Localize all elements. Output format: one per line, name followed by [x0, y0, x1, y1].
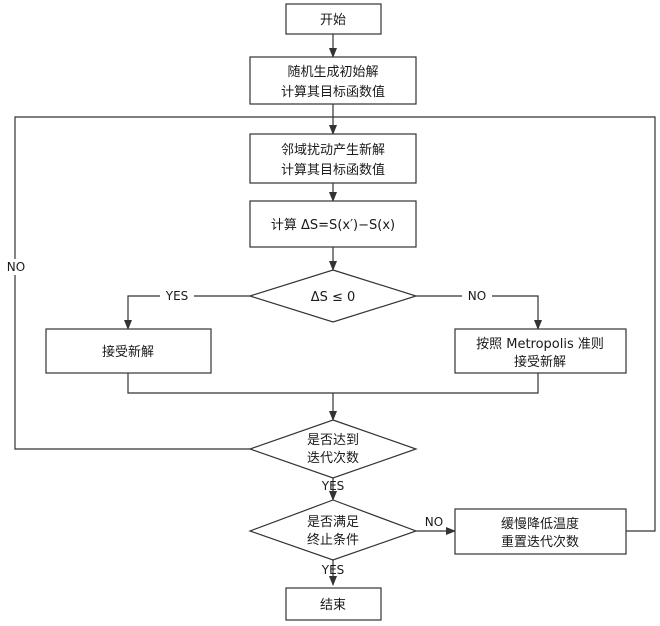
edge-iter-no-loop: [14, 116, 333, 450]
label-no-right: NO: [468, 289, 486, 303]
node-perturb-line1: 邻域扰动产生新解: [281, 142, 385, 158]
node-start-text: 开始: [320, 13, 346, 28]
edge-accept-merge: [127, 373, 539, 394]
node-end: 结束: [285, 587, 382, 621]
edge-labels: YES NO NO YES NO YES: [3, 259, 492, 577]
node-cool-line1: 缓慢降低温度: [501, 516, 579, 532]
node-stop-check-line2: 终止条件: [307, 532, 359, 548]
node-cool-line2: 重置迭代次数: [501, 534, 579, 550]
node-end-text: 结束: [320, 598, 346, 613]
node-stop-check-line1: 是否满足: [307, 515, 359, 530]
node-compute-text: 计算 ΔS=S(x′)−S(x): [271, 218, 395, 233]
label-no-stop: NO: [425, 515, 443, 529]
edge-cool-loop-back: [333, 116, 656, 532]
label-yes-left: YES: [165, 289, 189, 303]
edge-decision-yes-to-accept: [124, 295, 250, 330]
node-iter-check: 是否达到 迭代次数: [248, 419, 418, 479]
node-start: 开始: [285, 3, 382, 35]
label-yes-stop: YES: [321, 563, 345, 577]
node-init-line1: 随机生成初始解: [287, 65, 378, 80]
node-decision-text: ΔS ≤ 0: [311, 290, 356, 305]
node-metropolis: 按照 Metropolis 准则 接受新解: [454, 328, 627, 374]
label-no-loop: NO: [7, 260, 25, 274]
node-cool: 缓慢降低温度 重置迭代次数: [454, 508, 627, 555]
node-compute: 计算 ΔS=S(x′)−S(x): [249, 200, 417, 248]
node-init-line2: 计算其目标函数值: [281, 84, 385, 100]
label-yes-iter: YES: [321, 479, 345, 493]
node-metropolis-line1: 按照 Metropolis 准则: [476, 337, 604, 352]
node-accept-text: 接受新解: [102, 344, 154, 360]
node-perturb-line2: 计算其目标函数值: [281, 162, 385, 178]
node-stop-check: 是否满足 终止条件: [248, 499, 418, 561]
node-metropolis-line2: 接受新解: [514, 354, 566, 370]
node-decision: ΔS ≤ 0: [247, 269, 419, 323]
edge-decision-no-to-metropolis: [416, 295, 542, 330]
node-perturb: 邻域扰动产生新解 计算其目标函数值: [249, 133, 417, 184]
node-iter-check-line2: 迭代次数: [307, 450, 359, 466]
node-accept: 接受新解: [45, 328, 212, 374]
node-iter-check-line1: 是否达到: [307, 433, 359, 448]
node-init: 随机生成初始解 计算其目标函数值: [249, 56, 417, 105]
edges: [14, 34, 656, 586]
